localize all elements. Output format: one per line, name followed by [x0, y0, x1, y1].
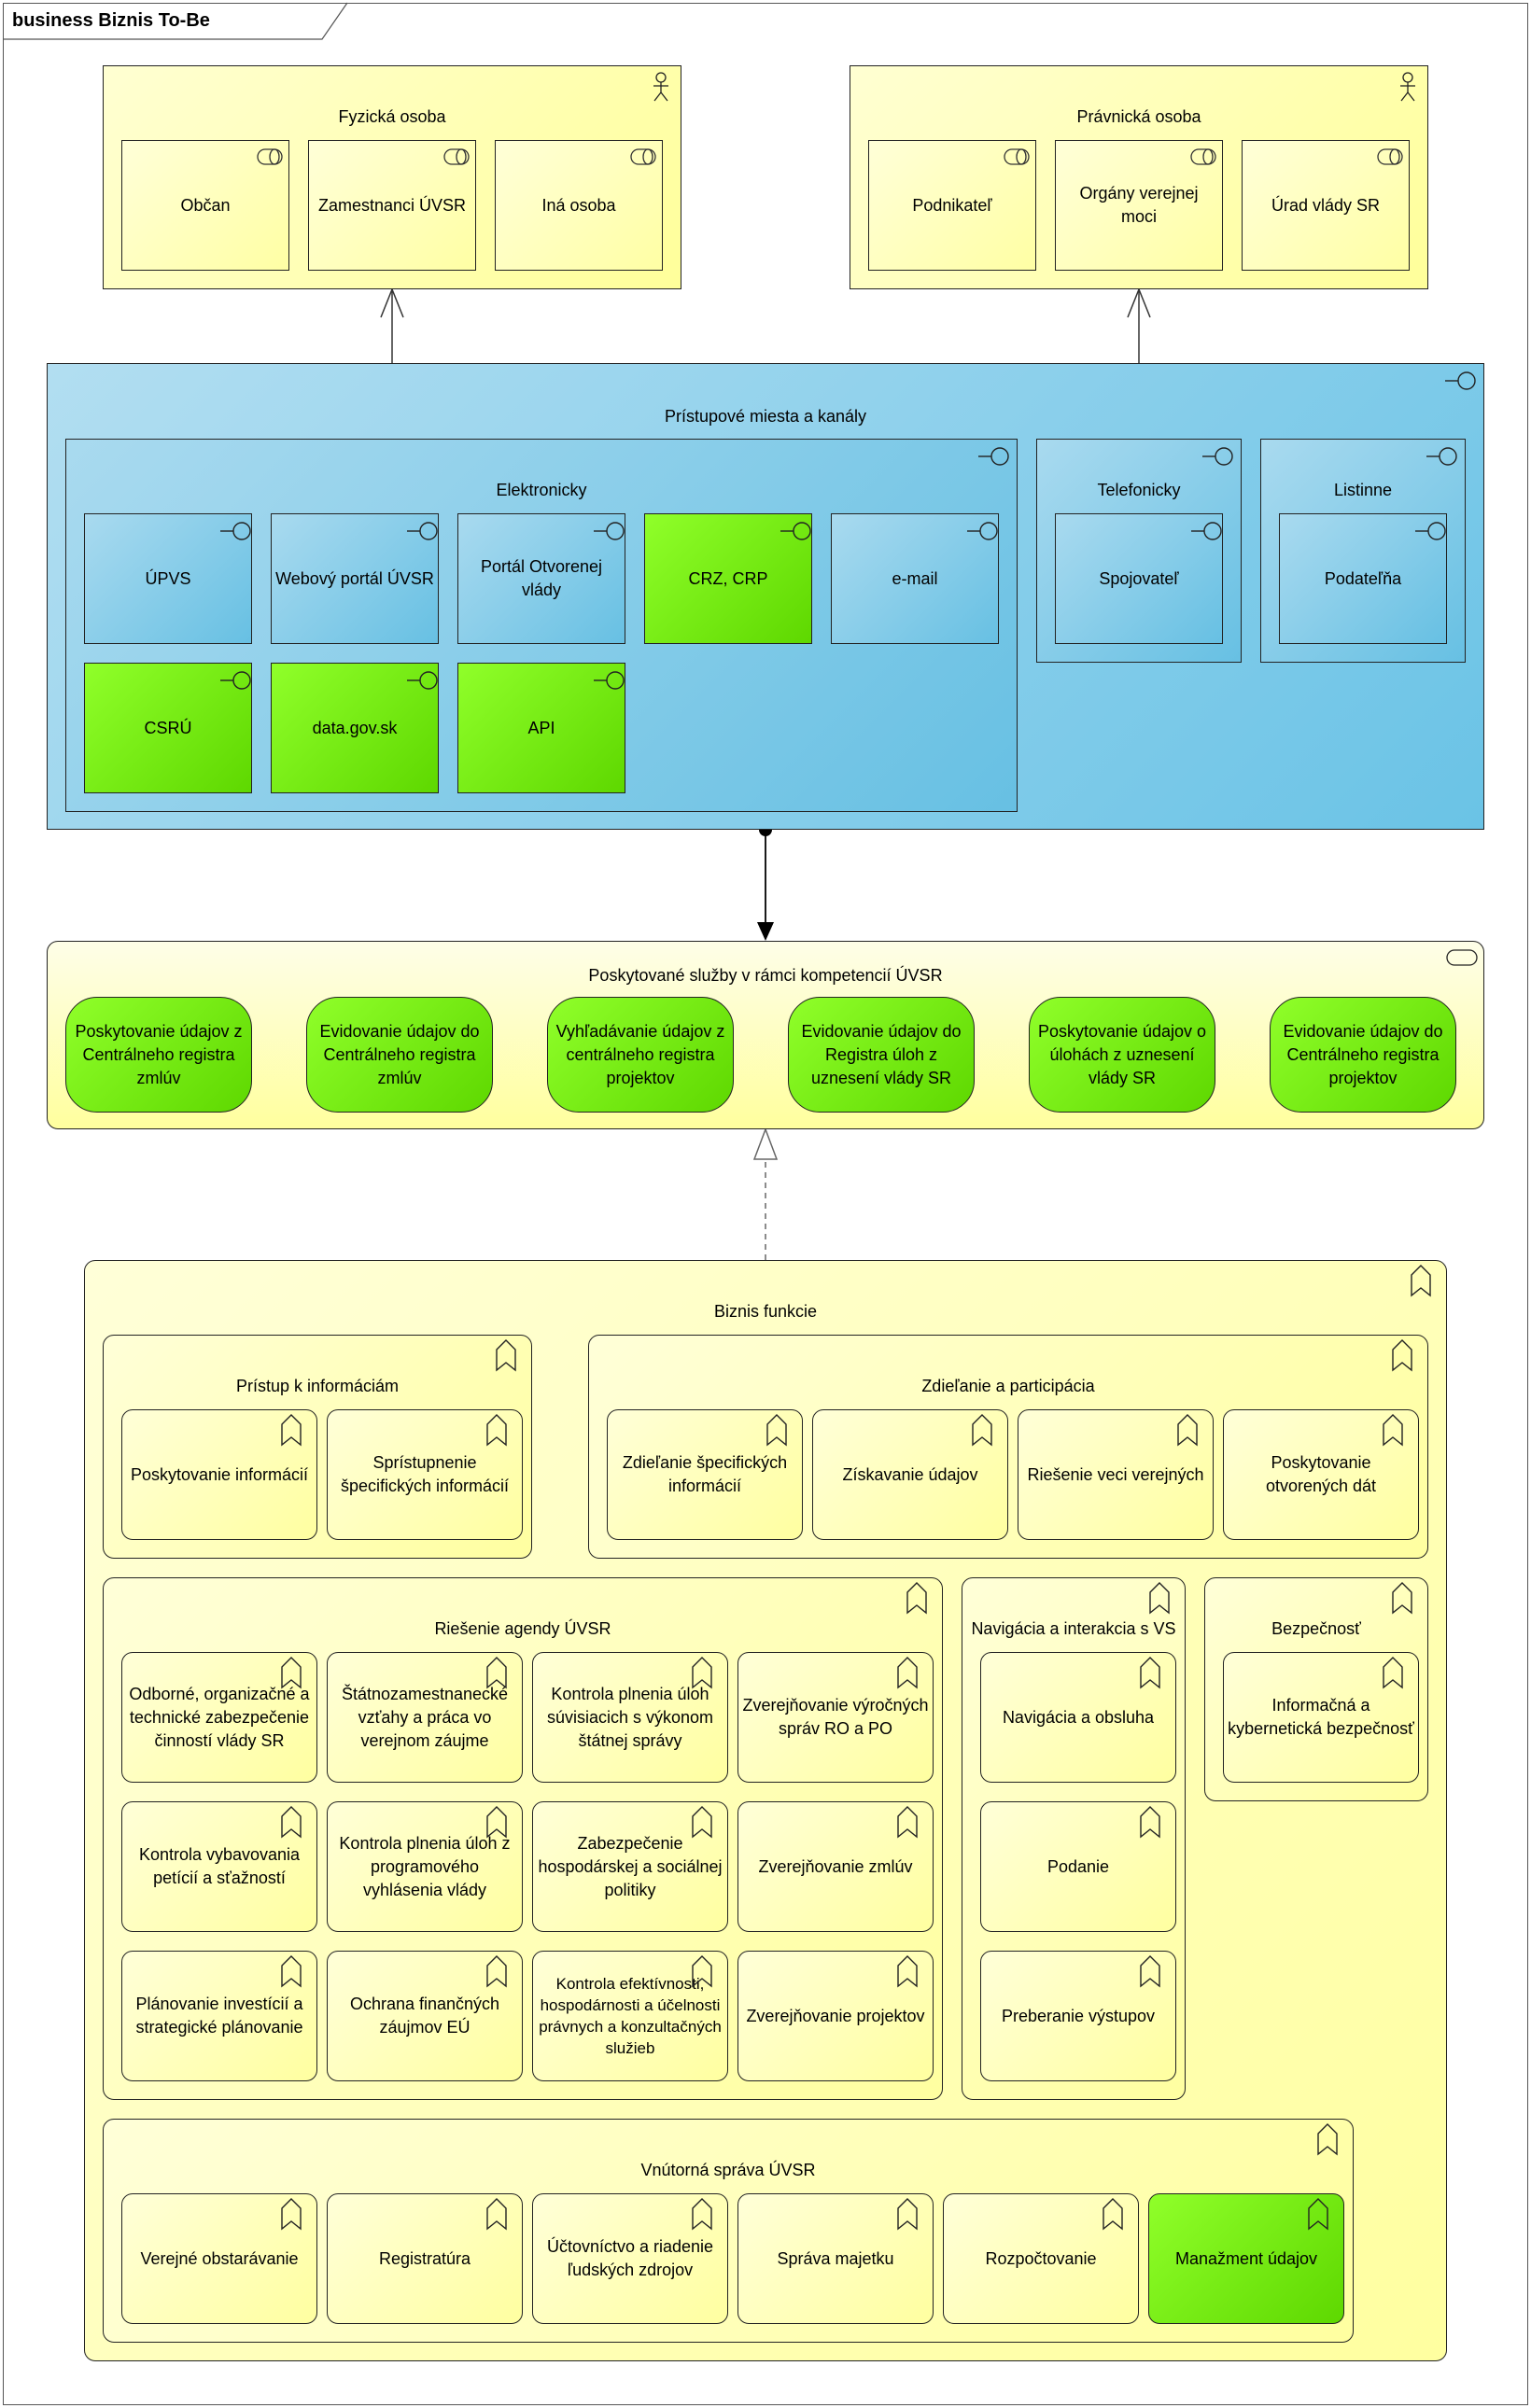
function-box: Registratúra — [327, 2193, 523, 2324]
actor-title: Fyzická osoba — [338, 107, 446, 126]
role-box: Občan — [121, 140, 289, 271]
group-title: Riešenie agendy ÚVSR — [434, 1619, 611, 1638]
function-box: Kontrola efektívnosti, hospodárnosti a ú… — [532, 1951, 728, 2081]
service-item: Poskytovanie údajov z Centrálneho regist… — [65, 997, 252, 1113]
service-item: Poskytovanie údajov o úlohách z uznesení… — [1029, 997, 1215, 1113]
electronic-title: Elektronicky — [496, 481, 587, 499]
function-box: Informačná a kybernetická bezpečnosť — [1223, 1652, 1419, 1783]
function-box: Kontrola vybavovania petícií a sťažností — [121, 1801, 317, 1932]
functions-title: Biznis funkcie — [713, 1302, 818, 1321]
function-box: Účtovníctvo a riadenie ľudských zdrojov — [532, 2193, 728, 2324]
interface-spojovatel: Spojovateľ — [1055, 513, 1223, 644]
interface-podatelna: Podateľňa — [1279, 513, 1447, 644]
interface-api: API — [457, 663, 625, 793]
group-title: Navigácia a interakcia s VS — [971, 1619, 1176, 1638]
function-box: Zabezpečenie hospodárskej a sociálnej po… — [532, 1801, 728, 1932]
actor-icon — [1400, 72, 1415, 102]
phone-title: Telefonicky — [1097, 481, 1181, 499]
interface-data-gov: data.gov.sk — [271, 663, 439, 793]
function-box: Zdieľanie špecifických informácií — [607, 1409, 803, 1540]
role-icons — [257, 148, 1403, 165]
function-box: Riešenie veci verejných — [1018, 1409, 1214, 1540]
service-item: Evidovanie údajov do Registra úloh z uzn… — [788, 997, 975, 1113]
interface-csru: CSRÚ — [84, 663, 252, 793]
frame-tab-outline — [3, 2, 348, 40]
diagram-title: business Biznis To-Be — [12, 10, 210, 31]
service-item: Evidovanie údajov do Centrálneho registr… — [306, 997, 493, 1113]
role-box: Podnikateľ — [868, 140, 1036, 271]
function-box: Kontrola plnenia úloh z programového vyh… — [327, 1801, 523, 1932]
function-box: Zverejňovanie projektov — [737, 1951, 934, 2081]
interface-email: e-mail — [831, 513, 999, 644]
function-box: Preberanie výstupov — [980, 1951, 1176, 2081]
function-box: Kontrola plnenia úloh súvisiacich s výko… — [532, 1652, 728, 1783]
service-item: Vyhľadávanie údajov z centrálneho regist… — [547, 997, 734, 1113]
group-title: Vnútorná správa ÚVSR — [640, 2161, 816, 2179]
function-box: Získavanie údajov — [812, 1409, 1008, 1540]
role-box: Úrad vlády SR — [1242, 140, 1410, 271]
function-box: Zverejňovanie zmlúv — [737, 1801, 934, 1932]
function-box: Ochrana finančných záujmov EÚ — [327, 1951, 523, 2081]
interface-icons — [220, 371, 1476, 690]
function-box: Štátnozamestnanecké vzťahy a práca vo ve… — [327, 1652, 523, 1783]
function-box: Rozpočtovanie — [943, 2193, 1139, 2324]
group-title: Bezpečnosť — [1271, 1619, 1361, 1638]
actor-title: Právnická osoba — [1076, 107, 1201, 126]
service-icon — [1446, 949, 1478, 966]
diagram-frame — [3, 3, 1528, 2405]
service-item: Evidovanie údajov do Centrálneho registr… — [1270, 997, 1456, 1113]
paper-title: Listinne — [1333, 481, 1393, 499]
function-box: Navigácia a obsluha — [980, 1652, 1176, 1783]
function-box: Správa majetku — [737, 2193, 934, 2324]
access-title: Prístupové miesta a kanály — [664, 407, 867, 426]
interface-crz-crp: CRZ, CRP — [644, 513, 812, 644]
services-group: Poskytované služby v rámci kompetencií Ú… — [47, 941, 1484, 1129]
services-title: Poskytované služby v rámci kompetencií Ú… — [588, 966, 943, 985]
function-box: Podanie — [980, 1801, 1176, 1932]
role-box: Iná osoba — [495, 140, 663, 271]
function-box: Sprístupnenie špecifických informácií — [327, 1409, 523, 1540]
group-title: Prístup k informáciám — [235, 1377, 400, 1395]
function-box: Odborné, organizačné a technické zabezpe… — [121, 1652, 317, 1783]
interface-upvs: ÚPVS — [84, 513, 252, 644]
interface-web-portal: Webový portál ÚVSR — [271, 513, 439, 644]
function-box: Verejné obstarávanie — [121, 2193, 317, 2324]
function-box: Zverejňovanie výročných správ RO a PO — [737, 1652, 934, 1783]
role-box: Orgány verejnej moci — [1055, 140, 1223, 271]
function-box: Plánovanie investícií a strategické plán… — [121, 1951, 317, 2081]
function-box: Poskytovanie informácií — [121, 1409, 317, 1540]
function-box-manazment-udajov: Manažment údajov — [1148, 2193, 1344, 2324]
function-box: Poskytovanie otvorených dát — [1223, 1409, 1419, 1540]
group-title: Zdieľanie a participácia — [921, 1377, 1095, 1395]
interface-open-gov-portal: Portál Otvorenej vlády — [457, 513, 625, 644]
role-box: Zamestnanci ÚVSR — [308, 140, 476, 271]
actor-icon — [653, 72, 668, 102]
